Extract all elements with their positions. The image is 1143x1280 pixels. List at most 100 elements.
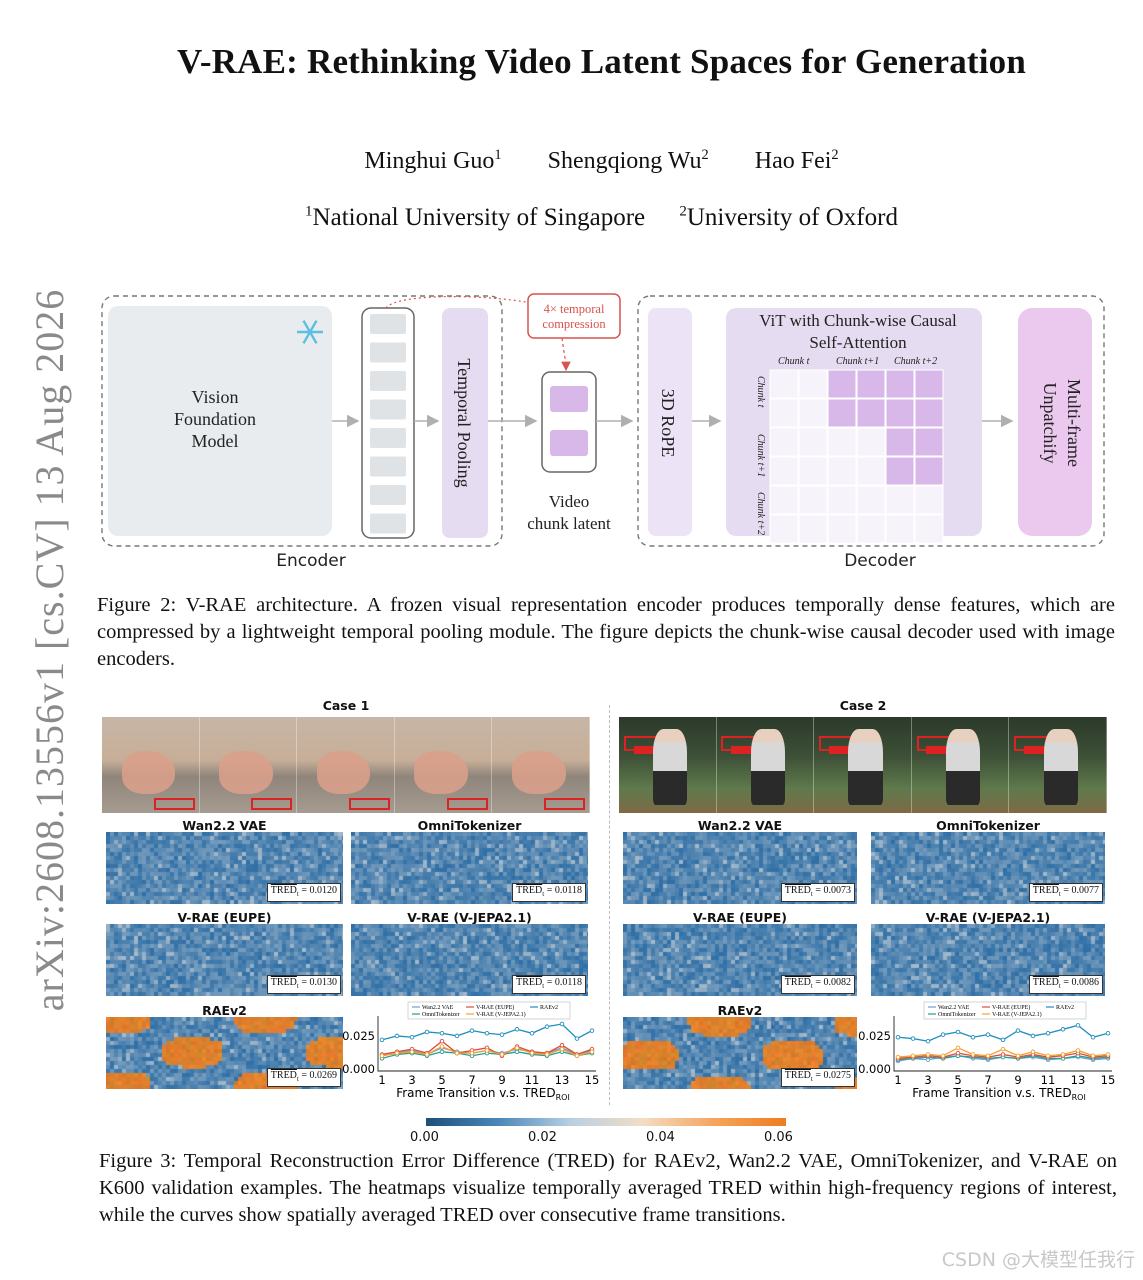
- series-point: [1030, 1033, 1036, 1039]
- feature-token: [370, 399, 406, 420]
- x-tick-label: 5: [438, 1073, 445, 1087]
- series-point: [454, 1050, 460, 1056]
- x-tick-label: 9: [1014, 1073, 1021, 1087]
- tred-value: = 0.0082: [812, 977, 851, 988]
- tred-prefix: TRED: [1032, 977, 1059, 988]
- series-point: [1075, 1048, 1081, 1053]
- affiliation-2: 2University of Oxford: [679, 204, 898, 231]
- series-line: [381, 1045, 593, 1057]
- author-name: Shengqiong Wu: [547, 148, 702, 174]
- series-point: [910, 1036, 916, 1041]
- series-point: [1000, 1054, 1006, 1060]
- series-point: [1030, 1054, 1036, 1060]
- tred-value: = 0.0077: [1060, 885, 1099, 896]
- attention-cell: [914, 369, 944, 399]
- tred-subscript: t: [810, 982, 813, 990]
- hand-figure: [121, 750, 176, 794]
- series-point: [1105, 1052, 1111, 1057]
- series-point: [1015, 1056, 1021, 1061]
- series-point: [379, 1037, 385, 1043]
- series-point: [1000, 1037, 1006, 1043]
- series-point: [559, 1046, 565, 1052]
- attention-cell: [885, 456, 915, 486]
- series-point: [544, 1052, 550, 1057]
- attention-cell: [885, 427, 915, 457]
- series-point: [910, 1056, 916, 1061]
- series-point: [439, 1031, 445, 1036]
- attention-cell: [885, 398, 915, 428]
- legend-entry: OmniTokenizer: [938, 1012, 976, 1018]
- attention-cell: [827, 456, 857, 486]
- player-figure: [1043, 728, 1078, 806]
- series-point: [955, 1050, 961, 1056]
- hand-figure: [219, 750, 273, 794]
- series-point: [454, 1033, 460, 1039]
- attention-cell: [798, 369, 828, 399]
- tred-prefix: TRED: [270, 885, 297, 896]
- series-point: [409, 1050, 415, 1056]
- roi-box: [819, 736, 870, 751]
- tred-value: = 0.0120: [298, 885, 337, 896]
- series-point: [484, 1048, 490, 1053]
- case-title: Case 2: [839, 698, 887, 713]
- series-point: [895, 1057, 901, 1062]
- series-point: [499, 1052, 505, 1057]
- x-tick-label: 13: [555, 1073, 570, 1087]
- author-2: Shengqiong Wu2: [548, 148, 709, 174]
- heatmap-canvas: [351, 924, 588, 996]
- attention-cell: [798, 485, 828, 515]
- series-point: [424, 1053, 430, 1059]
- tred-value: = 0.0086: [1060, 977, 1099, 988]
- series-point: [925, 1057, 931, 1062]
- roi-box: [544, 797, 586, 811]
- tred-heatmap: TREDt = 0.0086: [871, 924, 1105, 996]
- colorbar-tick: 0.00: [410, 1130, 439, 1145]
- heatmap-title: V-RAE (V-JEPA2.1): [407, 910, 532, 925]
- x-axis-label: Frame Transition v.s. TREDROI: [396, 1086, 570, 1102]
- tred-prefix: TRED: [784, 1070, 811, 1081]
- hand-figure: [414, 750, 468, 794]
- series-point: [1075, 1050, 1081, 1056]
- tred-subscript: t: [1058, 982, 1061, 990]
- feature-token: [370, 314, 406, 334]
- decoder-box: [637, 295, 1105, 547]
- x-tick-label: 1: [378, 1073, 385, 1087]
- heatmap-canvas: [871, 924, 1105, 996]
- series-point: [910, 1053, 916, 1059]
- series-point: [940, 1054, 946, 1060]
- attention-cell: [827, 514, 857, 544]
- heatmap-canvas: [623, 1017, 857, 1089]
- tred-value: = 0.0130: [298, 977, 337, 988]
- heatmap-title: RAEv2: [717, 1003, 763, 1018]
- series-point: [424, 1052, 430, 1057]
- video-frame: [297, 717, 395, 813]
- attention-cell: [827, 485, 857, 515]
- tred-prefix: TRED: [1032, 885, 1059, 896]
- series-point: [439, 1044, 445, 1049]
- legend-entry: Wan2.2 VAE: [422, 1005, 454, 1011]
- legend-frame: [407, 1001, 571, 1020]
- attention-cell: [769, 427, 799, 457]
- y-tick-label: 0.025: [342, 1029, 375, 1043]
- heatmap-canvas: [106, 924, 343, 996]
- red-sleeve: [1024, 745, 1068, 755]
- video-frame: [492, 717, 590, 813]
- colorbar-tick: 0.06: [764, 1130, 793, 1145]
- series-point: [589, 1046, 595, 1052]
- series-point: [940, 1032, 946, 1037]
- series-point: [1000, 1054, 1006, 1060]
- tred-subscript: t: [296, 890, 299, 898]
- case-2-frame-strip: [619, 717, 1107, 813]
- heatmap-canvas: [623, 832, 857, 904]
- series-point: [895, 1056, 901, 1061]
- series-point: [379, 1052, 385, 1057]
- series-point: [469, 1028, 475, 1033]
- series-point: [1000, 1052, 1006, 1057]
- rope-label: 3D RoPE: [658, 389, 678, 458]
- author-list: Minghui Guo1 Shengqiong Wu2 Hao Fei2: [0, 148, 1143, 175]
- series-point: [469, 1050, 475, 1056]
- tred-heatmap: TREDt = 0.0082: [623, 924, 857, 996]
- attention-cell: [856, 427, 886, 457]
